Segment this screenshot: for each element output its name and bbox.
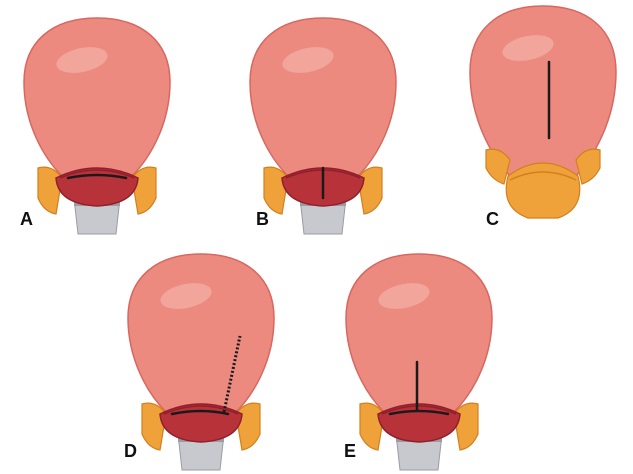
panel-d: D [116, 244, 286, 474]
panel-c: C [458, 4, 628, 234]
panel-label-d: D [124, 442, 137, 460]
uterus-body [128, 254, 274, 412]
panel-label-e: E [344, 442, 356, 460]
lower-uterine-segment [378, 404, 460, 442]
uterus-figure-b [238, 8, 408, 238]
uterus-figure-d [116, 244, 286, 474]
uterus-body [250, 18, 396, 176]
uterus-figure-a [12, 8, 182, 238]
panel-b: B [238, 8, 408, 238]
lower-uterine-segment [56, 168, 138, 206]
uterus-figure-c [458, 4, 628, 234]
bladder-flap [506, 163, 580, 218]
panel-e: E [334, 244, 504, 474]
uterus-body [346, 254, 492, 412]
uterus-body [24, 18, 170, 176]
lower-uterine-segment [160, 404, 242, 442]
uterus-figure-e [334, 244, 504, 474]
panel-label-c: C [486, 210, 499, 228]
panel-label-b: B [256, 210, 269, 228]
panel-a: A [12, 8, 182, 238]
panel-label-a: A [20, 210, 33, 228]
